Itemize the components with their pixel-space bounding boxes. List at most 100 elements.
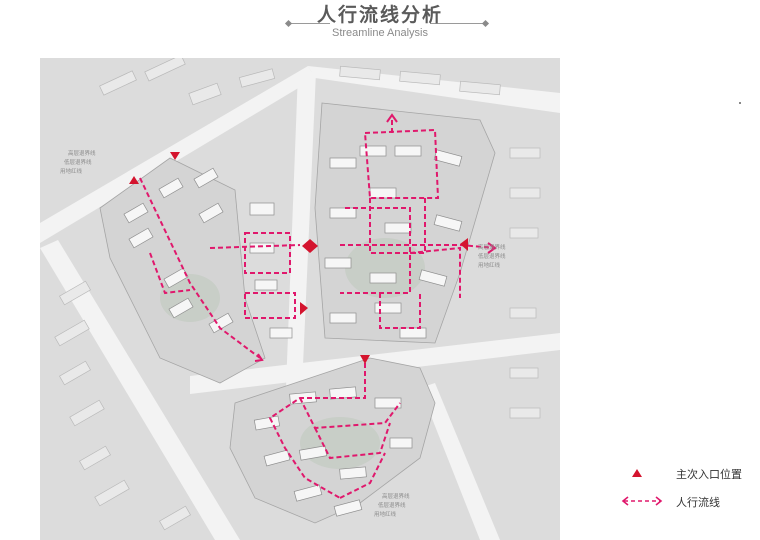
stray-dot <box>739 102 741 104</box>
route-south-loop-1 <box>299 397 401 430</box>
route-ne-loop-3 <box>340 207 411 294</box>
legend-entrance: 主次入口位置 <box>612 460 760 488</box>
site-building <box>249 202 275 216</box>
pedestrian-routes <box>139 118 496 499</box>
annotation-east-line-3: 用地红线 <box>478 261 501 269</box>
page-title: 人行流线分析 <box>316 4 443 26</box>
page-header: 人行流线分析 Streamline Analysis <box>0 0 760 48</box>
context-building <box>94 479 130 507</box>
context-building <box>238 68 276 88</box>
site-building <box>249 242 275 254</box>
legend-route-label: 人行流线 <box>676 496 720 509</box>
site-building <box>254 279 278 291</box>
route-ne-loop-1 <box>363 128 440 199</box>
annotation-south: 高层退界线 低层退界线 用地红线 <box>374 492 410 518</box>
route-south-main <box>268 363 366 499</box>
route-west-to-centre <box>209 244 301 249</box>
site-building <box>369 272 397 284</box>
route-ne-east-exit <box>459 244 496 249</box>
annotation-east: 高层退界线 低层退界线 用地红线 <box>478 243 506 269</box>
site-plan-map: 高层退界线 低层退界线 用地红线 高层退界线 低层退界线 用地红线 高层退界线 … <box>40 58 560 540</box>
annotation-east-line-2: 低层退界线 <box>478 252 506 260</box>
double-dashed-arrow-icon <box>621 496 663 506</box>
route-south-loop-3 <box>339 452 386 499</box>
site-building <box>339 466 367 480</box>
annotation-south-line-1: 高层退界线 <box>382 492 410 500</box>
site-building <box>158 177 184 199</box>
entrance-marker-nw-top <box>170 152 180 160</box>
route-west-loop-1 <box>244 232 291 274</box>
annotation-south-line-3: 用地红线 <box>374 510 397 518</box>
context-building <box>509 307 537 319</box>
site-building <box>168 297 194 319</box>
triangle-icon <box>632 469 642 477</box>
site-building <box>198 202 224 224</box>
route-arrowhead-east <box>487 242 497 254</box>
context-building <box>509 227 539 239</box>
context-building <box>459 80 501 96</box>
entrance-marker-west-lower <box>300 302 308 315</box>
green-north-east <box>345 238 425 298</box>
context-building <box>509 407 541 419</box>
site-building <box>394 145 422 157</box>
site-building <box>359 145 387 157</box>
entrance-marker-south <box>360 355 370 364</box>
site-building <box>333 499 363 517</box>
context-building <box>79 445 111 471</box>
route-ne-loop-4 <box>409 246 461 298</box>
context-building <box>509 187 541 199</box>
context-building <box>59 360 91 386</box>
context-building <box>69 399 105 427</box>
annotation-east-line-1: 高层退界线 <box>478 243 506 251</box>
site-building <box>208 312 234 334</box>
context-building <box>54 319 90 347</box>
green-south <box>300 417 380 469</box>
site-building <box>329 207 357 219</box>
site-building <box>123 202 149 224</box>
legend-route: 人行流线 <box>612 488 760 516</box>
title-rule-left <box>288 23 330 24</box>
annotation-nw-line-1: 高层退界线 <box>68 149 96 157</box>
site-building <box>389 437 413 449</box>
site-building <box>329 312 357 324</box>
annotation-south-line-2: 低层退界线 <box>378 501 406 509</box>
route-west-loop-3 <box>149 252 191 295</box>
context-building <box>99 70 137 96</box>
site-building <box>433 149 463 167</box>
route-west-loop-2 <box>244 292 296 319</box>
site-building <box>193 167 219 189</box>
context-building <box>59 280 91 306</box>
site-building <box>433 214 463 232</box>
context-building <box>509 147 541 159</box>
road-south-east <box>420 383 500 540</box>
route-south-loop-2 <box>314 422 391 460</box>
route-ne-loop-2 <box>369 198 426 254</box>
site-building <box>324 257 352 269</box>
road-central-vertical <box>286 72 316 388</box>
site-building <box>293 484 323 502</box>
site-building <box>269 327 293 339</box>
route-ne-loop-5 <box>379 293 421 329</box>
site-building <box>399 327 427 339</box>
legend: 主次入口位置 人行流线 <box>612 460 760 516</box>
context-building <box>399 70 441 86</box>
context-buildings <box>54 58 541 531</box>
site-building <box>418 269 448 287</box>
route-arrowheads <box>254 113 497 362</box>
page-subtitle: Streamline Analysis <box>332 27 428 39</box>
route-arrowhead-west <box>254 353 264 362</box>
route-arrowhead-north <box>386 113 398 123</box>
entrance-marker-nw <box>129 176 139 184</box>
site-building <box>374 397 402 409</box>
entrance-marker-centre-left <box>302 239 310 253</box>
route-west-diagonal <box>139 177 261 359</box>
entrance-markers <box>129 152 468 364</box>
annotation-nw-line-3: 用地红线 <box>60 167 83 175</box>
site-building <box>384 222 412 234</box>
context-building <box>144 58 186 82</box>
site-building <box>329 157 357 169</box>
legend-entrance-label: 主次入口位置 <box>676 468 742 481</box>
road-west-diagonal <box>40 240 240 540</box>
annotation-nw: 高层退界线 低层退界线 用地红线 <box>60 149 96 175</box>
entrance-marker-east <box>460 238 468 251</box>
